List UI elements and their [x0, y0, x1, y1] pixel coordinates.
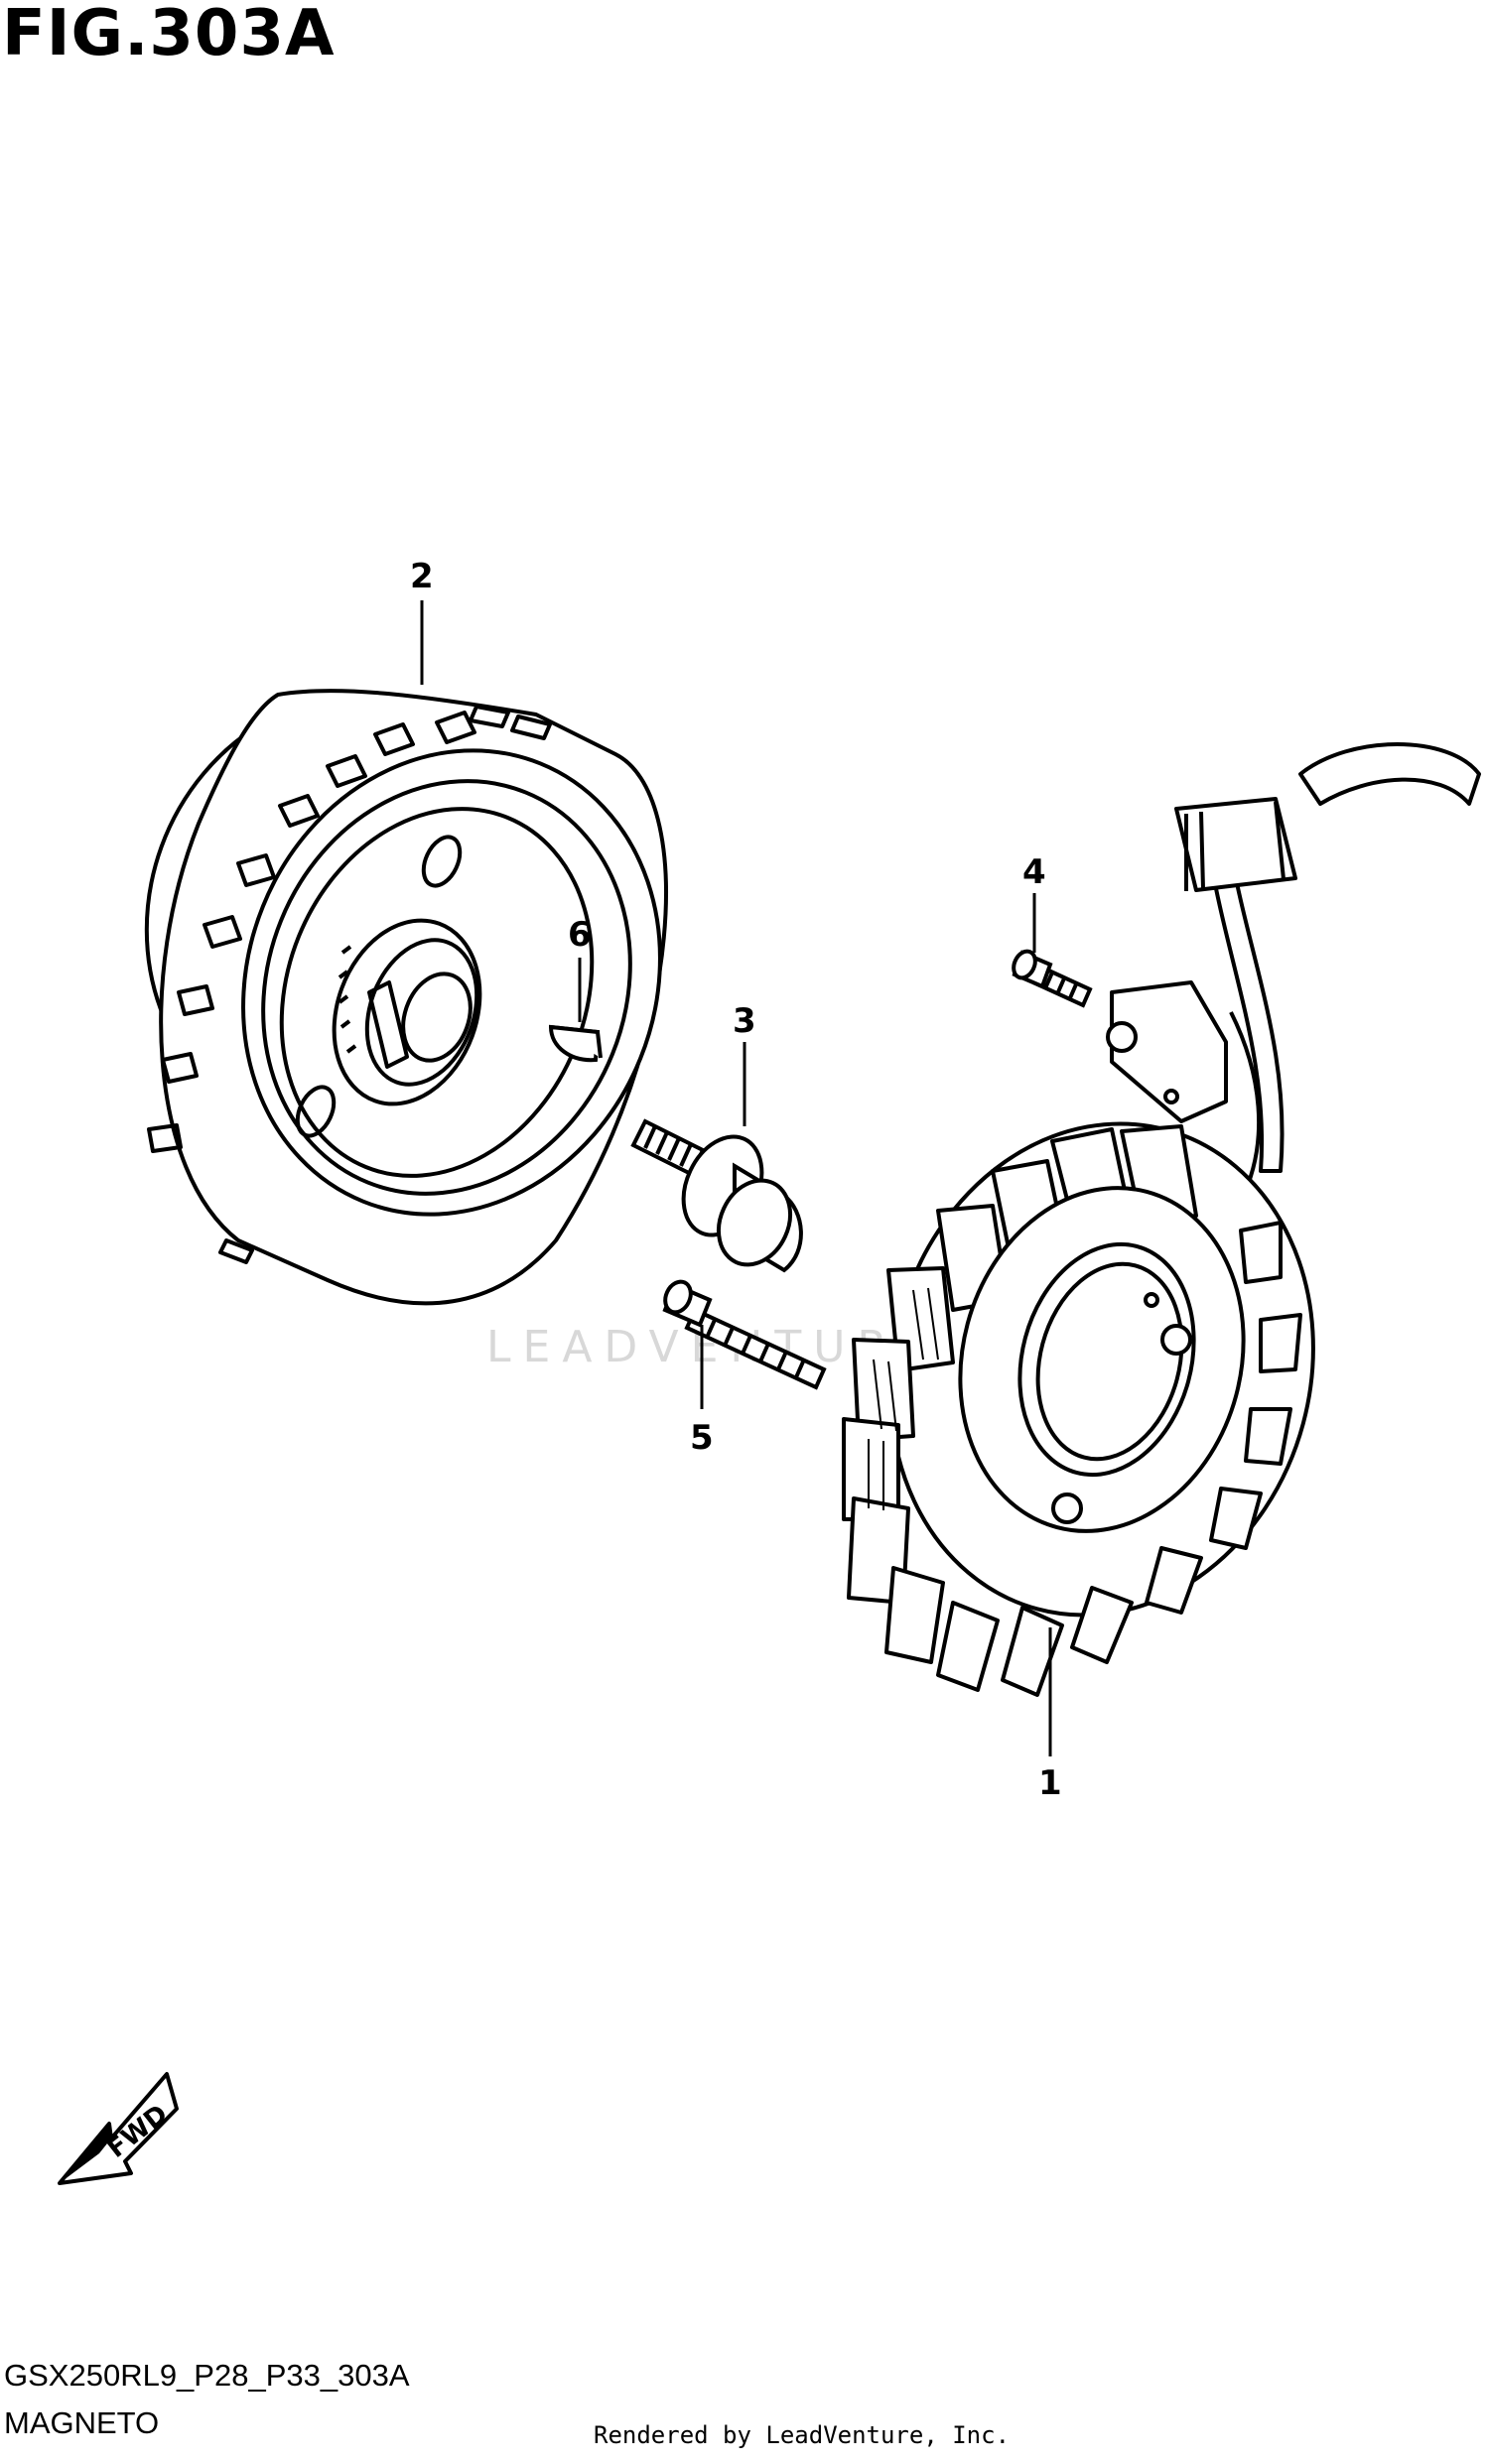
woodruff-key-icon [548, 1024, 603, 1063]
flange-bolt-icon [630, 1118, 803, 1273]
forward-arrow-icon: FWD [58, 2072, 179, 2185]
screw-icon-4 [1012, 949, 1093, 1008]
screw-icon [662, 1279, 827, 1390]
flywheel-rotor-icon [144, 689, 668, 1306]
render-credit: Rendered by LeadVenture, Inc. [594, 2421, 1011, 2449]
part-label-1: 1 [1038, 1763, 1062, 1803]
section-name: MAGNETO [4, 2405, 160, 2440]
part-label-5: 5 [690, 1418, 714, 1458]
figure-title: FIG.303A [2, 0, 336, 70]
part-label-2: 2 [410, 557, 434, 596]
part-label-4: 4 [1022, 852, 1046, 892]
model-code: GSX250RL9_P28_P33_303A [4, 2358, 410, 2393]
part-label-3: 3 [733, 1001, 756, 1041]
part-label-6: 6 [568, 915, 592, 955]
leader-lines [420, 600, 1052, 1756]
stator-coil-icon [842, 742, 1481, 1697]
